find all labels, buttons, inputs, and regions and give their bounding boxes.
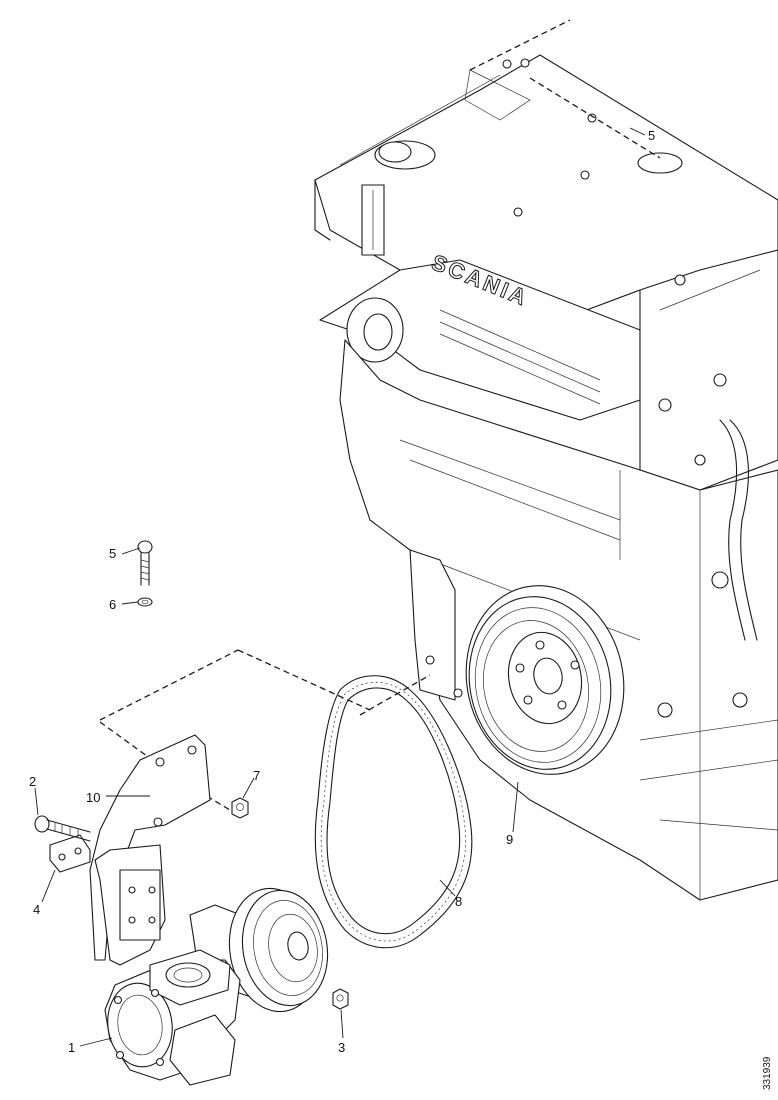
callout-screw-top: 5 [109,546,116,561]
callout-belt: 8 [455,894,462,909]
screw-left [34,815,91,842]
callout-washer-top: 6 [109,597,116,612]
callout-engine-part: 5 [648,128,655,143]
callout-bracket: 10 [86,790,100,805]
water-pump [104,887,329,1086]
figure-reference: 331939 [762,1056,773,1090]
screw-top [137,540,153,586]
clip-plate [49,834,91,873]
callout-screw-left: 2 [29,774,36,789]
callout-pump: 1 [68,1040,75,1055]
crankshaft-pulley [465,585,625,775]
callout-pulley: 9 [506,832,513,847]
drive-belt [314,675,473,949]
washer-top [137,597,153,607]
mounting-bracket [89,734,211,966]
nut-pump [332,988,349,1010]
callout-nut-bracket: 7 [253,768,260,783]
callout-nut-pump: 3 [338,1040,345,1055]
nut-bracket [231,797,249,819]
callout-clip: 4 [33,902,40,917]
